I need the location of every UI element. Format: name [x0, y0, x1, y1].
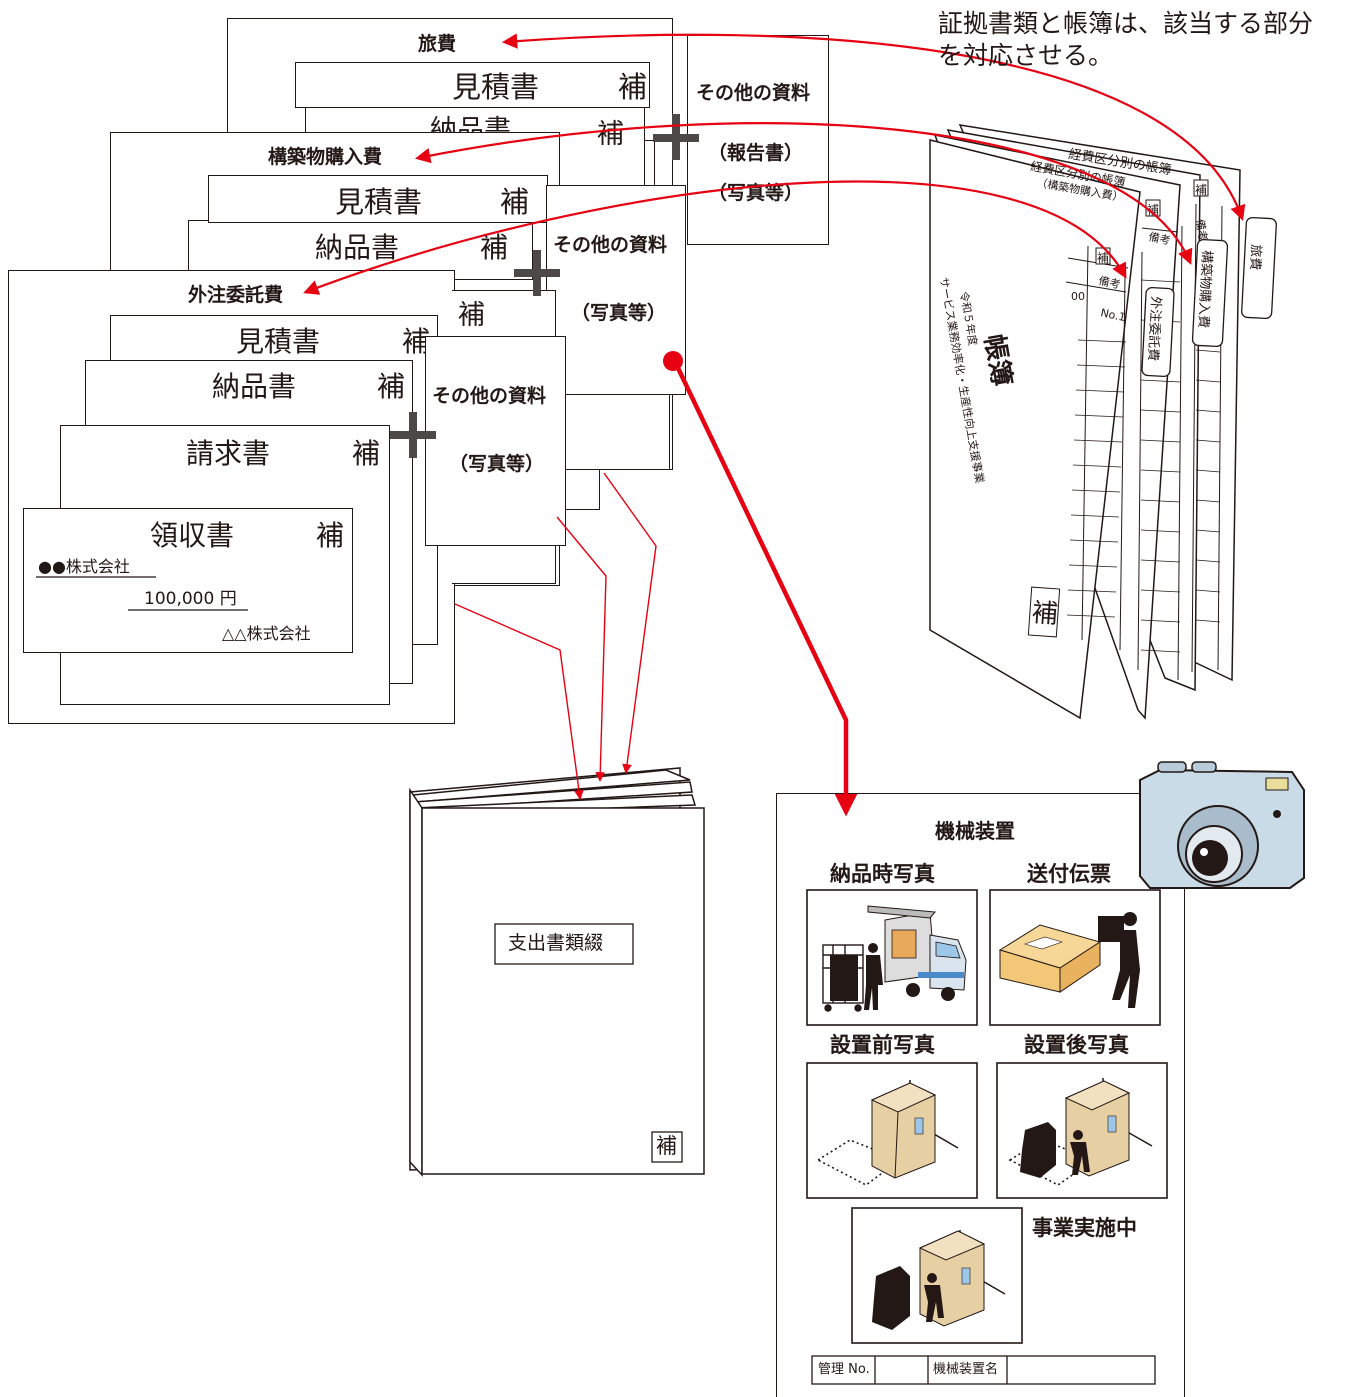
receipt-underlines — [0, 0, 1353, 1397]
